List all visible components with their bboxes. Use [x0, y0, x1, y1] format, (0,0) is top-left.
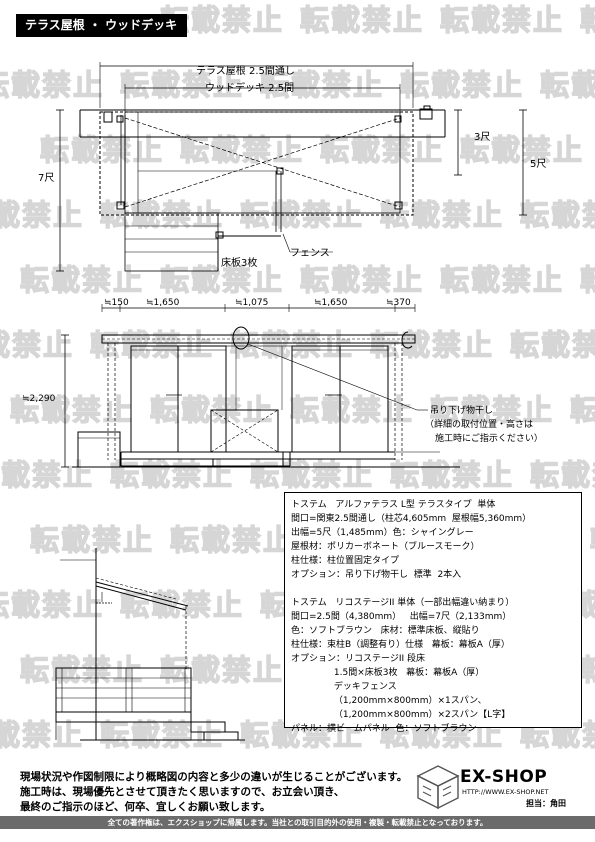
- shop-url: HTTP://WWW.EX-SHOP.NET: [462, 788, 549, 796]
- spec-box: トステム アルファテラス L型 テラスタイプ 単体間口=関東2.5間通し（柱芯4…: [284, 492, 582, 734]
- staff-name: 担当：角田: [526, 799, 566, 808]
- notes: 現場状況や作図制限により概略図の内容と多少の違いが生じることがございます。 施工…: [20, 770, 410, 815]
- front-elevation: [61, 304, 460, 468]
- spec-line: トステム アルファテラス L型 テラスタイプ 単体: [291, 500, 496, 510]
- spec-line: デッキフェンス: [291, 682, 397, 692]
- spec-line: 柱仕様：束柱B（調整有り）仕様 幕板：幕板A（厚）: [291, 640, 510, 650]
- plan-label-step: 床板3枚: [221, 256, 257, 269]
- elev-dim-1650a: ≒1,650: [146, 298, 180, 308]
- spec-line: トステム リコステージII 単体（一部出幅違い納まり）: [291, 598, 515, 608]
- plan-dim-5shaku: 5尺: [530, 158, 546, 170]
- spec-line: 1.5間×床板3枚 幕板：幕板A（厚）: [291, 668, 485, 678]
- shop-name: EX-SHOP: [460, 767, 548, 787]
- elev-dim-150: ≒150: [104, 298, 129, 308]
- elev-dim-1650b: ≒1,650: [314, 298, 348, 308]
- spec-line: 間口=2.5間（4,380mm） 出幅=7尺（2,133mm）: [291, 612, 512, 622]
- plan-dim-deck: ウッドデッキ 2.5間: [205, 81, 294, 94]
- spec-line: オプション：吊り下げ物干し 標準 2本入: [291, 570, 462, 580]
- spec-line: 屋根材：ポリカーボネート（ブルースモーク）: [291, 542, 480, 552]
- plan-label-fence: フェンス: [290, 248, 330, 259]
- elev-dim-2290: ≒2,290: [22, 394, 56, 404]
- note-line: 現場状況や作図制限により概略図の内容と多少の違いが生じることがございます。: [20, 771, 408, 783]
- plan-dim-3shaku: 3尺: [474, 131, 490, 143]
- spec-line: 出幅=5尺（1,485mm）色：シャイングレー: [291, 528, 474, 538]
- spec-line: 色：ソフトブラウン 床材：標準床板、縦貼り: [291, 626, 480, 636]
- hanger-note-line2: （詳細の取付位置・高さは: [425, 418, 533, 430]
- spec-line: 間口=関東2.5間通し（柱芯4,605mm 屋根幅5,360mm）: [291, 514, 532, 524]
- note-line: 施工時は、現場優先とさせて頂きたく思いますので、お立会い頂き、: [20, 786, 345, 798]
- spec-line: パネル：横ビームパネル 色：ソフトブラウン: [291, 724, 477, 734]
- plan-dim-terrace: テラス屋根 2.5間通し: [196, 64, 295, 77]
- plan-dim-7shaku: 7尺: [38, 172, 54, 184]
- elev-dim-1075: ≒1,075: [235, 298, 268, 308]
- hanger-note-line3: 施工時にご指示ください）: [435, 432, 543, 444]
- plan-view: [56, 62, 527, 272]
- footer-copyright: 全ての著作権は、エクスショップに帰属します。当社との取引目的外の使用・複製・転載…: [0, 816, 595, 829]
- spec-line: オプション：リコステージII 段床: [291, 654, 425, 664]
- hanger-note-line1: 吊り下げ物干し: [430, 404, 493, 416]
- spec-line: （1,200mm×800mm）×1スパン、: [291, 696, 487, 706]
- side-elevation: [55, 548, 245, 741]
- note-line: 最終のご指示のほど、何卒、宜しくお願い致します。: [20, 801, 271, 813]
- page-title: テラス屋根 ・ ウッドデッキ: [16, 14, 187, 37]
- elev-dim-370: ≒370: [386, 298, 411, 308]
- logo-cube-icon: [416, 765, 460, 810]
- spec-line: [291, 582, 575, 596]
- spec-line: （1,200mm×800mm）×2スパン【L字】: [291, 710, 511, 720]
- spec-line: 柱仕様：柱位置固定タイプ: [291, 556, 400, 566]
